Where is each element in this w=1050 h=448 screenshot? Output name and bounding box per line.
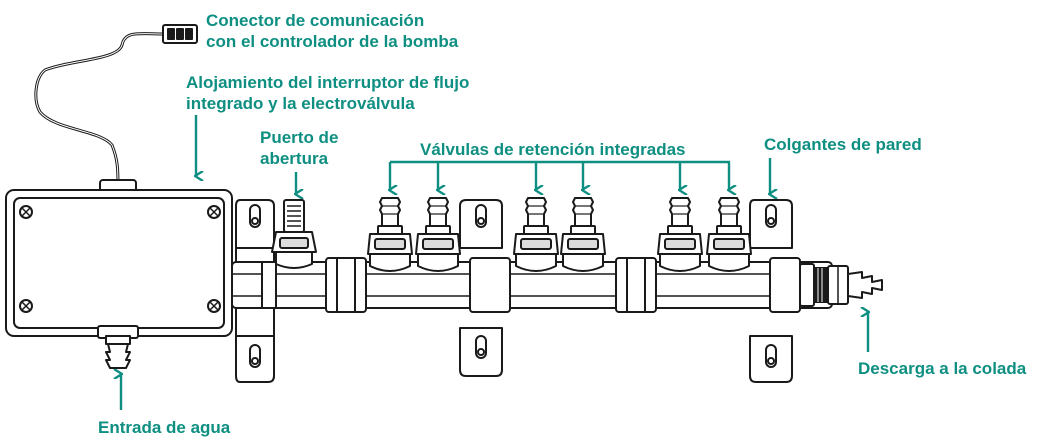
control-box (5, 189, 233, 339)
water-inlet-label: Entrada de agua (98, 418, 231, 437)
wall-hanger-right (749, 199, 793, 383)
check-valve (560, 197, 606, 272)
wall-hanger-middle (459, 199, 503, 377)
vent-port-label: Puerto de abertura (260, 128, 339, 168)
main-pipe (231, 257, 833, 313)
check-valve (657, 197, 703, 272)
wall-hanger-left (235, 199, 275, 383)
communication-connector (162, 24, 198, 44)
drain-label: Descarga a la colada (858, 359, 1027, 378)
check-valve (513, 197, 559, 272)
check-valves-label: Válvulas de retención integradas (420, 140, 686, 159)
wall-hangers-label: Colgantes de pared (764, 135, 922, 154)
check-valve (415, 197, 461, 272)
water-inlet-barb (105, 335, 131, 369)
connector-label: Conector de comunicación con el controla… (206, 11, 459, 51)
vent-port (271, 199, 317, 269)
check-valve (367, 197, 413, 272)
check-valves (367, 197, 752, 272)
housing-label: Alojamiento del interruptor de flujo int… (186, 73, 470, 113)
check-valve (706, 197, 752, 272)
drain-fitting (799, 263, 883, 307)
